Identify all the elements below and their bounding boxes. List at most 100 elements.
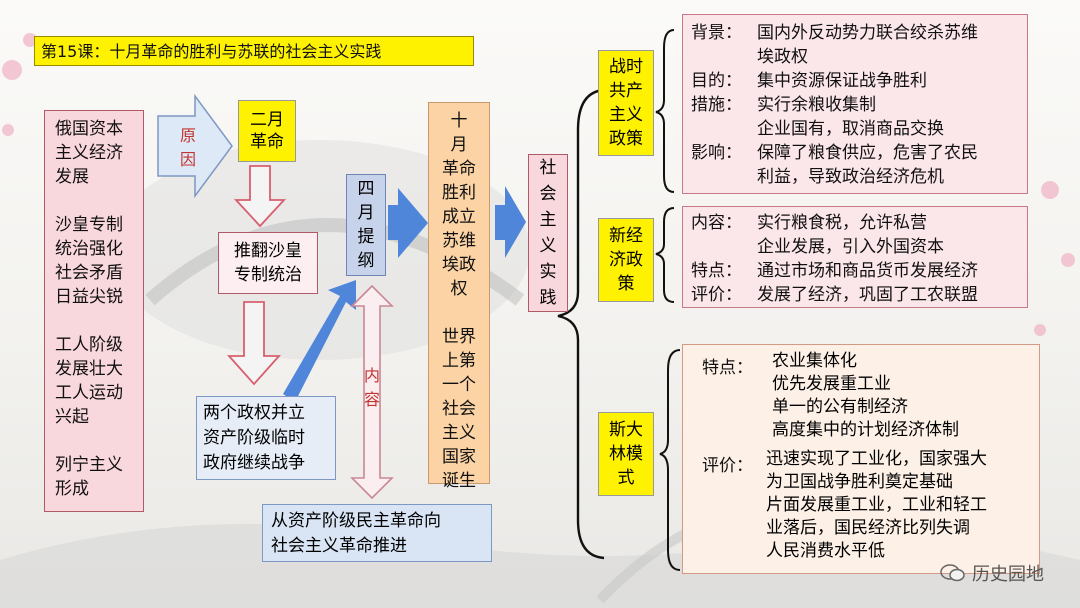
transition-box: 从资产阶级民主革命向社会主义革命推进 — [262, 504, 492, 562]
detail-value: 实行粮食税，允许私营 — [757, 211, 927, 235]
october-line: 社会 — [433, 397, 485, 421]
feature-line: 优先发展重工业 — [772, 373, 959, 396]
october-line: 成立 — [433, 205, 485, 229]
detail-value: 集中资源保证战争胜利 — [757, 69, 927, 93]
detail-value: 发展了经济，巩固了工农联盟 — [757, 283, 978, 307]
nep-label: 新经济政策 — [598, 218, 654, 302]
detail-row: 内容：实行粮食税，允许私营 — [691, 211, 1019, 235]
detail-key: 特点： — [691, 259, 757, 283]
detail-key — [691, 45, 757, 69]
detail-key: 内容： — [691, 211, 757, 235]
evaluation-line: 迅速实现了工业化，国家强大 — [766, 448, 987, 471]
detail-row: 影响：保障了粮食供应，危害了农民 — [691, 141, 1019, 165]
detail-row: 评价：发展了经济，巩固了工农联盟 — [691, 283, 1019, 307]
october-line: 革命 — [433, 157, 485, 181]
down-arrow-1 — [236, 166, 284, 226]
detail-key: 评价： — [691, 283, 757, 307]
stalin-evaluation-label: 评价： — [702, 454, 753, 478]
cause-label-text: 原因 — [179, 122, 197, 170]
brace-2 — [656, 208, 674, 302]
feb-revolution-text: 二月革命 — [243, 109, 291, 153]
october-line: 十 — [433, 109, 485, 133]
dual-power-line: 资产阶级临时 — [203, 426, 329, 451]
october-line: 上第 — [433, 349, 485, 373]
detail-key — [691, 117, 757, 141]
nep-panel: 内容：实行粮食税，允许私营企业发展，引入外国资本特点：通过市场和商品货币发展经济… — [682, 206, 1028, 308]
detail-row: 背景：国内外反动势力联合绞杀苏维 — [691, 21, 1019, 45]
detail-value: 埃政权 — [757, 45, 808, 69]
nep-text: 新经济政策 — [606, 224, 646, 296]
october-line — [433, 301, 485, 325]
wechat-icon — [940, 563, 966, 583]
detail-key: 背景： — [691, 21, 757, 45]
feature-line: 单一的公有制经济 — [772, 396, 959, 419]
war-communism-label: 战时共产主义政策 — [598, 50, 654, 156]
overthrow-text: 推翻沙皇专制统治 — [227, 239, 309, 287]
feature-line: 高度集中的计划经济体制 — [772, 419, 959, 442]
october-line: 诞生 — [433, 469, 485, 493]
detail-value: 利益，导致政治经济危机 — [757, 165, 944, 189]
detail-value: 保障了粮食供应，危害了农民 — [757, 141, 978, 165]
october-line: 一个 — [433, 373, 485, 397]
detail-row: 目的：集中资源保证战争胜利 — [691, 69, 1019, 93]
content-label: 内容 — [362, 358, 382, 414]
watermark-text: 历史园地 — [972, 560, 1044, 586]
october-arrow — [495, 186, 526, 258]
evaluation-line: 为卫国战争胜利奠定基础 — [766, 471, 987, 494]
detail-value: 实行余粮收集制 — [757, 93, 876, 117]
war-communism-text: 战时共产主义政策 — [606, 55, 646, 151]
october-list: 十月革命胜利成立苏维埃政权 世界上第一个社会主义国家诞生 — [433, 109, 485, 493]
dual-power-line: 两个政权并立 — [203, 401, 329, 426]
october-line: 月 — [433, 133, 485, 157]
october-line: 埃政 — [433, 253, 485, 277]
socialist-practice-box: 社会主义实践 — [528, 154, 568, 312]
feb-revolution-box: 二月革命 — [238, 100, 296, 162]
detail-value: 国内外反动势力联合绞杀苏维 — [757, 21, 978, 45]
october-box: 十月革命胜利成立苏维埃政权 世界上第一个社会主义国家诞生 — [428, 102, 490, 484]
cause-label: 原因 — [176, 116, 200, 176]
april-theses-text: 四月提纲 — [356, 177, 376, 273]
october-line: 胜利 — [433, 181, 485, 205]
evaluation-line: 片面发展重工业，工业和轻工 — [766, 494, 987, 517]
down-arrow-2 — [229, 302, 279, 384]
stalin-features-list: 农业集体化优先发展重工业单一的公有制经济高度集中的计划经济体制 — [772, 350, 959, 442]
war-communism-lines: 背景：国内外反动势力联合绞杀苏维埃政权目的：集中资源保证战争胜利措施：实行余粮收… — [691, 21, 1019, 189]
detail-key: 措施： — [691, 93, 757, 117]
dual-power-box: 两个政权并立资产阶级临时政府继续战争 — [196, 396, 336, 480]
feature-line: 农业集体化 — [772, 350, 959, 373]
dual-power-line: 政府继续战争 — [203, 451, 329, 476]
detail-key — [691, 235, 757, 259]
stalin-features-label: 特点： — [702, 356, 753, 380]
detail-key — [691, 165, 757, 189]
watermark: 历史园地 — [940, 560, 1044, 586]
detail-key: 影响： — [691, 141, 757, 165]
nep-lines: 内容：实行粮食税，允许私营企业发展，引入外国资本特点：通过市场和商品货币发展经济… — [691, 211, 1019, 307]
evaluation-line: 业落后，国民经济比列失调 — [766, 517, 987, 540]
april-theses-box: 四月提纲 — [346, 174, 386, 276]
stalin-label: 斯大林模式 — [598, 412, 654, 496]
diagonal-arrow — [283, 280, 356, 402]
detail-row: 措施：实行余粮收集制 — [691, 93, 1019, 117]
detail-value: 企业国有，取消商品交换 — [757, 117, 944, 141]
socialist-practice-text: 社会主义实践 — [538, 155, 558, 311]
detail-row: 利益，导致政治经济危机 — [691, 165, 1019, 189]
october-line: 国家 — [433, 445, 485, 469]
detail-row: 企业国有，取消商品交换 — [691, 117, 1019, 141]
october-line: 世界 — [433, 325, 485, 349]
dual-power-list: 两个政权并立资产阶级临时政府继续战争 — [203, 401, 329, 476]
detail-key: 目的： — [691, 69, 757, 93]
content-label-text: 内容 — [363, 362, 381, 410]
overthrow-box: 推翻沙皇专制统治 — [218, 232, 318, 294]
transition-line: 社会主义革命推进 — [271, 534, 483, 559]
stalin-text: 斯大林模式 — [606, 418, 646, 490]
brace-3 — [660, 350, 680, 570]
stalin-evaluation-list: 迅速实现了工业化，国家强大为卫国战争胜利奠定基础片面发展重工业，工业和轻工业落后… — [766, 448, 987, 563]
detail-value: 企业发展，引入外国资本 — [757, 235, 944, 259]
brace-1 — [656, 30, 674, 192]
detail-row: 特点：通过市场和商品货币发展经济 — [691, 259, 1019, 283]
detail-row: 企业发展，引入外国资本 — [691, 235, 1019, 259]
transition-list: 从资产阶级民主革命向社会主义革命推进 — [271, 509, 483, 559]
october-line: 权 — [433, 277, 485, 301]
october-line: 苏维 — [433, 229, 485, 253]
detail-value: 通过市场和商品货币发展经济 — [757, 259, 978, 283]
